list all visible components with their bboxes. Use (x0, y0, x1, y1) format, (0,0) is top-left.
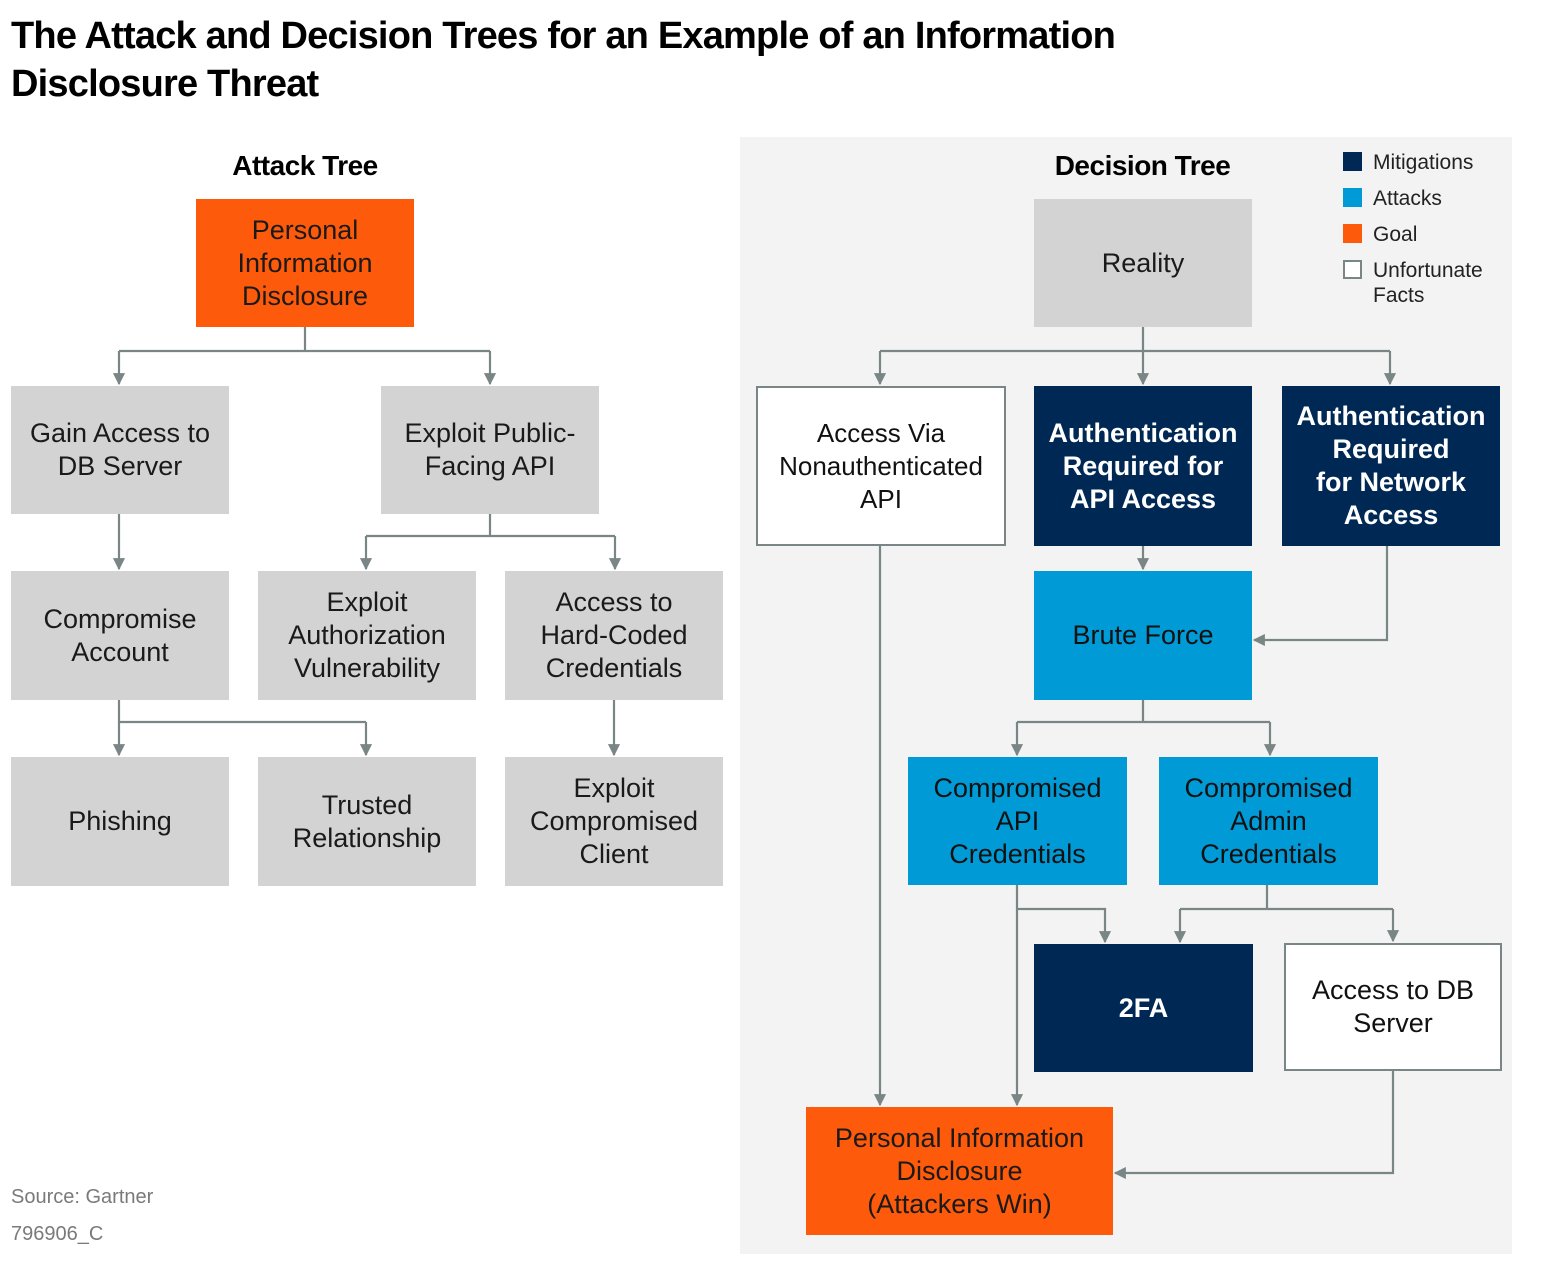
legend-item-unfortunate-facts: Unfortunate Facts (1343, 258, 1513, 308)
decision-node-auth-api: Authentication Required for API Access (1034, 386, 1252, 546)
edge-exploit-api-branches (366, 514, 615, 538)
decision-node-comp-api-creds: Compromised API Credentials (908, 757, 1127, 885)
mitigation-swatch-icon (1343, 152, 1362, 171)
figure-id: 796906_C (11, 1223, 104, 1245)
attack-node-hardcoded-creds: Access to Hard-Coded Credentials (505, 571, 723, 700)
attack-node-phishing: Phishing (11, 757, 229, 886)
source-note: Source: Gartner (11, 1186, 154, 1208)
edge-goal-branches (119, 327, 490, 353)
decision-node-comp-admin-creds: Compromised Admin Credentials (1159, 757, 1378, 885)
goal-swatch-icon (1343, 224, 1362, 243)
legend-label: Attacks (1373, 187, 1442, 210)
legend: Mitigations Attacks Goal Unfortunate Fac… (1343, 150, 1513, 319)
attack-swatch-icon (1343, 188, 1362, 207)
decision-node-auth-network: Authentication Required for Network Acce… (1282, 386, 1500, 546)
unfortunate-fact-swatch-icon (1343, 260, 1362, 279)
decision-node-nonauth-api: Access Via Nonauthenticated API (756, 386, 1006, 546)
attack-node-gain-access-db: Gain Access to DB Server (11, 386, 229, 514)
attack-node-exploit-api: Exploit Public- Facing API (381, 386, 599, 514)
attack-tree-heading: Attack Tree (232, 150, 378, 181)
legend-item-goal: Goal (1343, 222, 1513, 247)
decision-tree-heading: Decision Tree (1054, 150, 1231, 181)
legend-label: Goal (1373, 223, 1418, 246)
legend-item-mitigations: Mitigations (1343, 150, 1513, 175)
attack-node-goal: Personal Information Disclosure (196, 199, 414, 327)
legend-item-attacks: Attacks (1343, 186, 1513, 211)
legend-label: Unfortunate Facts (1373, 259, 1483, 307)
decision-node-reality: Reality (1034, 199, 1252, 327)
attack-node-compromise-account: Compromise Account (11, 571, 229, 700)
legend-label: Mitigations (1373, 151, 1474, 174)
attack-node-exploit-authz: Exploit Authorization Vulnerability (258, 571, 476, 700)
diagram-title: The Attack and Decision Trees for an Exa… (11, 15, 1116, 105)
decision-node-access-db: Access to DB Server (1284, 943, 1502, 1071)
decision-node-brute-force: Brute Force (1034, 571, 1252, 700)
decision-node-2fa: 2FA (1034, 944, 1253, 1072)
decision-node-outcome: Personal Information Disclosure (Attacke… (806, 1107, 1113, 1235)
attack-node-exploit-client: Exploit Compromised Client (505, 757, 723, 886)
attack-node-trusted-relationship: Trusted Relationship (258, 757, 476, 886)
edge-compromise-branches (117, 700, 366, 724)
